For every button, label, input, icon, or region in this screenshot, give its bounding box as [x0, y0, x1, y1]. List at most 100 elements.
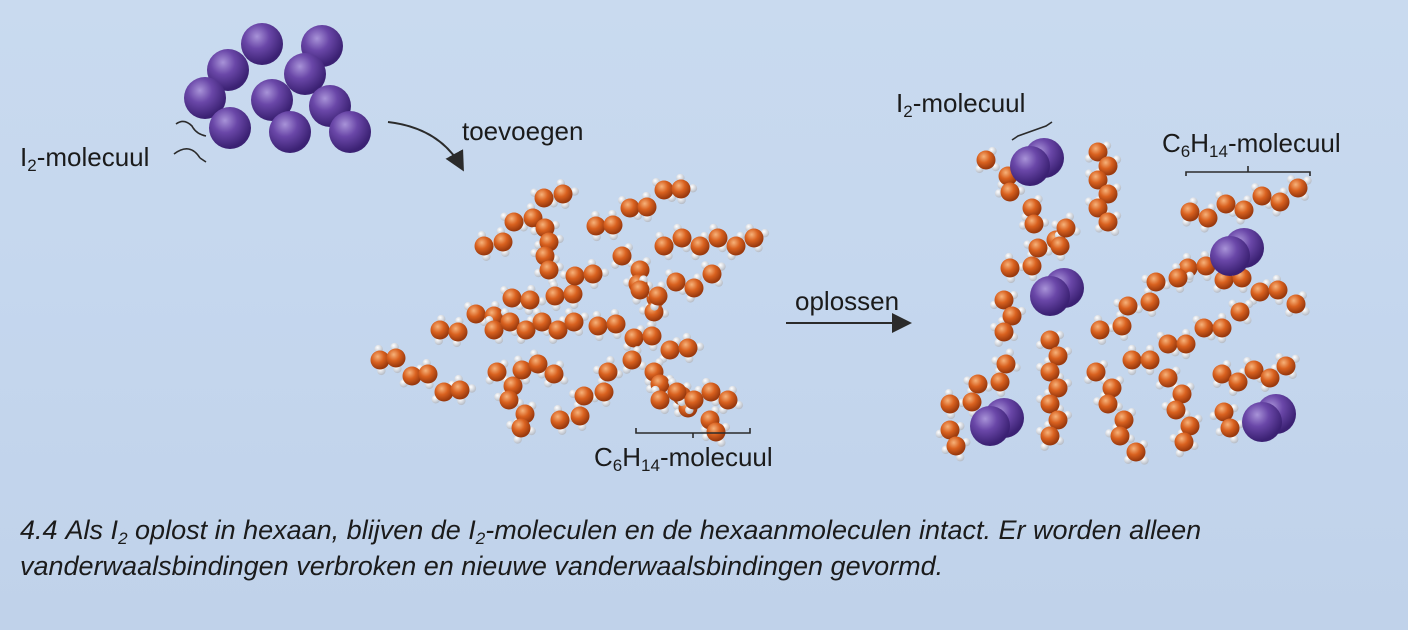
carbon-atom: [1002, 306, 1022, 326]
carbon-atom: [1230, 302, 1250, 322]
carbon-atom: [940, 420, 960, 440]
carbon-atom: [706, 422, 726, 442]
carbon-atom: [583, 264, 603, 284]
hexane-molecule: [484, 307, 589, 345]
carbon-atom: [474, 236, 494, 256]
carbon-atom: [976, 150, 996, 170]
carbon-atom: [678, 338, 698, 358]
carbon-atom: [994, 322, 1014, 342]
carbon-atom: [660, 340, 680, 360]
hexane-liquid: [370, 173, 770, 447]
carbon-atom: [544, 364, 564, 384]
carbon-atom: [586, 216, 606, 236]
carbon-atom: [504, 212, 524, 232]
hydrogen-atom: [688, 184, 698, 193]
carbon-atom: [946, 436, 966, 456]
carbon-atom: [1166, 400, 1186, 420]
carbon-atom: [1040, 362, 1060, 382]
carbon-atom: [1022, 256, 1042, 276]
hexane-molecule: [485, 359, 537, 444]
iodine-atom: [329, 111, 371, 153]
carbon-atom: [603, 215, 623, 235]
hexane-molecule: [1212, 353, 1300, 397]
hexane-molecule: [1084, 141, 1122, 236]
carbon-atom: [690, 236, 710, 256]
hexane-molecule: [989, 290, 1027, 347]
carbon-atom: [701, 382, 721, 402]
carbon-atom: [718, 390, 738, 410]
carbon-atom: [1040, 330, 1060, 350]
iodine-molecule: [1242, 394, 1296, 442]
carbon-atom: [620, 198, 640, 218]
carbon-atom: [570, 406, 590, 426]
i2-molecule-label-left: I2-molecuul: [20, 142, 150, 175]
carbon-atom: [563, 284, 583, 304]
hexane-molecule: [1090, 262, 1195, 346]
carbon-atom: [448, 322, 468, 342]
i2-left-leader: [173, 148, 207, 163]
carbon-atom: [1090, 320, 1110, 340]
carbon-atom: [1056, 218, 1076, 238]
carbon-atom: [493, 232, 513, 252]
iodine-atom: [251, 79, 293, 121]
carbon-atom: [500, 312, 520, 332]
iodine-atom: [970, 406, 1010, 446]
carbon-atom: [1250, 282, 1270, 302]
carbon-atom: [1180, 202, 1200, 222]
carbon-atom: [450, 380, 470, 400]
hexane-molecule: [1180, 175, 1312, 233]
iodine-atom: [207, 49, 249, 91]
hydrogen-atom: [467, 384, 477, 393]
carbon-atom: [1024, 214, 1044, 234]
carbon-atom: [654, 236, 674, 256]
hexane-molecule: [586, 173, 698, 242]
carbon-atom: [499, 390, 519, 410]
hexane-right-bracket: [1185, 166, 1311, 176]
carbon-atom: [644, 302, 664, 322]
hexane-molecule: [1209, 402, 1245, 444]
carbon-atom: [996, 354, 1016, 374]
hydrogen-atom: [513, 435, 522, 444]
carbon-atom: [612, 246, 632, 266]
carbon-atom: [1288, 178, 1308, 198]
hexane-molecule-label-right: C6H14-molecuul: [1162, 128, 1341, 161]
carbon-atom: [466, 304, 486, 324]
iodine-atom: [1242, 402, 1282, 442]
hexane-molecule: [474, 179, 579, 261]
carbon-atom: [545, 286, 565, 306]
carbon-atom: [1286, 294, 1306, 314]
carbon-atom: [1260, 368, 1280, 388]
carbon-atom: [1212, 318, 1232, 338]
dissolve-label: oplossen: [795, 286, 900, 316]
carbon-atom: [1180, 416, 1200, 436]
carbon-atom: [418, 364, 438, 384]
hexane-molecule: [370, 342, 477, 406]
carbon-atom: [1112, 316, 1132, 336]
carbon-atom: [520, 290, 540, 310]
hexane-bottom-bracket: [635, 428, 751, 438]
hydrogen-atom: [695, 342, 705, 351]
hexane-molecule: [975, 146, 1070, 254]
carbon-atom: [1158, 334, 1178, 354]
iodine-molecule: [970, 398, 1024, 446]
carbon-atom: [1048, 378, 1068, 398]
carbon-atom: [702, 264, 722, 284]
carbon-atom: [968, 374, 988, 394]
hexane-molecule: [530, 218, 564, 286]
carbon-atom: [1088, 198, 1108, 218]
hexane-molecule: [588, 308, 705, 364]
iodine-atom: [1010, 146, 1050, 186]
carbon-atom: [1110, 426, 1130, 446]
iodine-atom: [284, 53, 326, 95]
iodine-atom: [1210, 236, 1250, 276]
carbon-atom: [548, 320, 568, 340]
carbon-atom: [598, 362, 618, 382]
carbon-atom: [550, 410, 570, 430]
hexane-molecule: [545, 258, 610, 312]
carbon-atom: [534, 188, 554, 208]
iodine-atom: [269, 111, 311, 153]
hexane-molecule: [650, 377, 744, 415]
iodine-atom: [184, 77, 226, 119]
hydrogen-atom: [600, 268, 610, 277]
